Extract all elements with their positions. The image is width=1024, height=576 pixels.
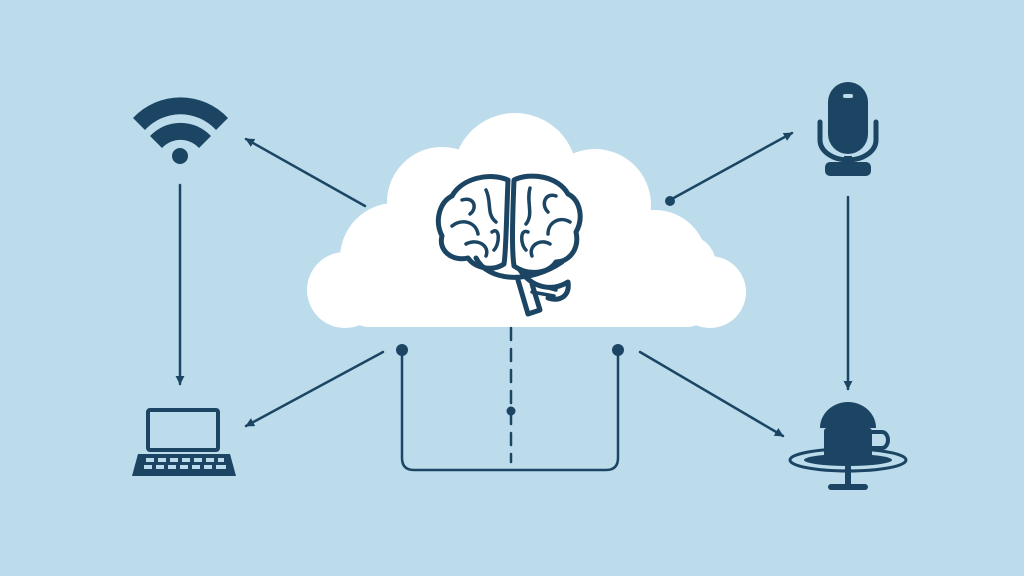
loop-connector <box>400 348 620 472</box>
wifi-icon <box>133 97 228 164</box>
arrow-cloud-to-wifi <box>244 137 367 208</box>
arrow-cloud-to-laptop <box>244 350 385 428</box>
connections <box>175 131 853 472</box>
smart-speaker-icon <box>788 402 908 490</box>
connection-dots <box>396 196 675 416</box>
laptop-icon <box>132 408 236 476</box>
microphone-icon <box>817 82 879 176</box>
arrow-cloud-to-microphone <box>668 131 794 202</box>
arrow-cloud-to-speaker <box>638 350 785 438</box>
brain-icon <box>435 173 583 317</box>
